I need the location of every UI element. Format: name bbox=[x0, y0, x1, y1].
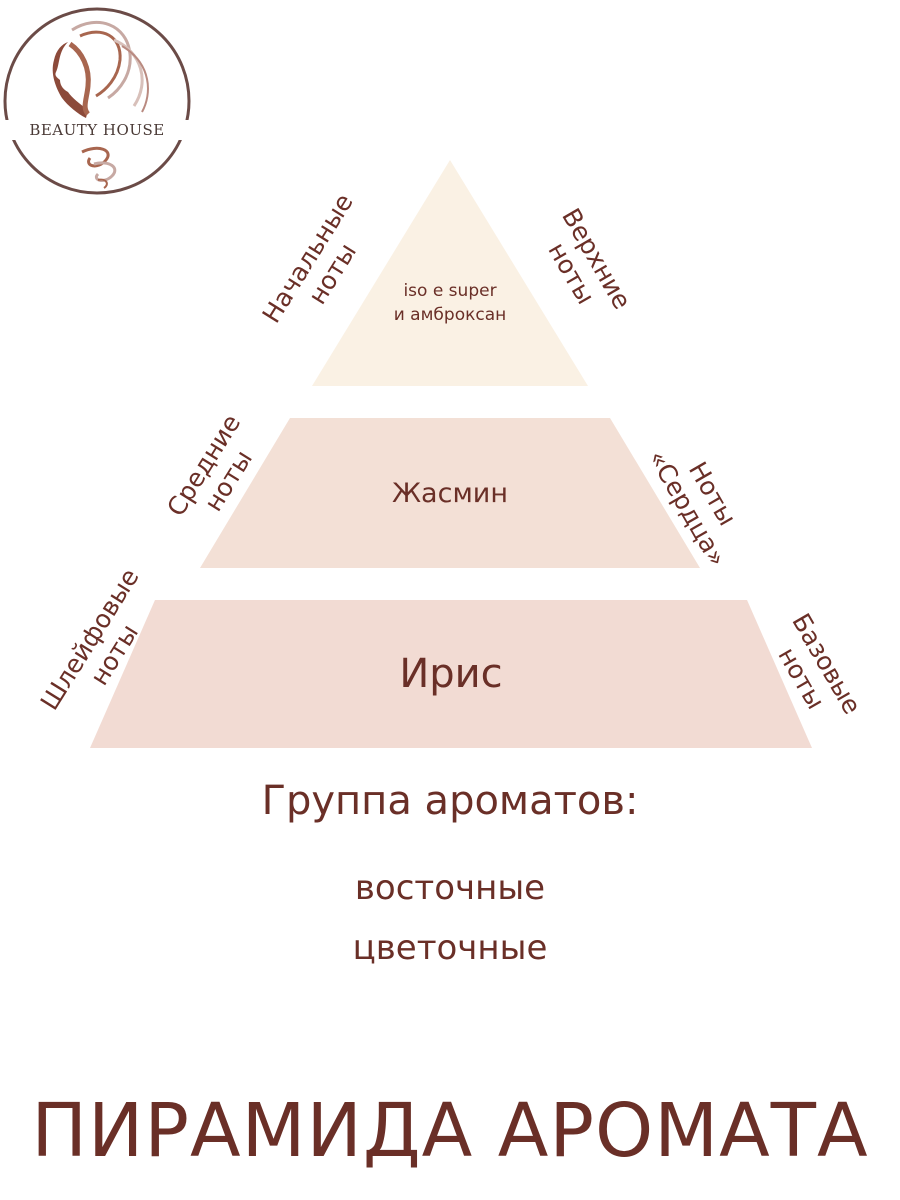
aroma-group-item: восточные bbox=[354, 868, 546, 908]
logo-graphic bbox=[3, 7, 191, 195]
top-notes-line-2: и амброксан bbox=[393, 305, 507, 325]
aroma-group-item: цветочные bbox=[352, 928, 548, 968]
aroma-group-title: Группа ароматов: bbox=[261, 778, 639, 824]
pyramid-tier-middle: Жасмин bbox=[200, 418, 700, 568]
aroma-group-list: восточные цветочные bbox=[0, 858, 900, 978]
pyramid-tier-bottom: Ирис bbox=[90, 600, 812, 748]
top-notes-line-1: iso e super bbox=[403, 281, 497, 301]
bottom-notes-text: Ирис bbox=[399, 651, 503, 697]
middle-notes-text: Жасмин bbox=[391, 477, 509, 509]
logo-text: BEAUTY HOUSE bbox=[2, 120, 192, 140]
page-title: ПИРАМИДА АРОМАТА bbox=[31, 1088, 869, 1174]
brand-logo: BEAUTY HOUSE bbox=[2, 2, 192, 200]
